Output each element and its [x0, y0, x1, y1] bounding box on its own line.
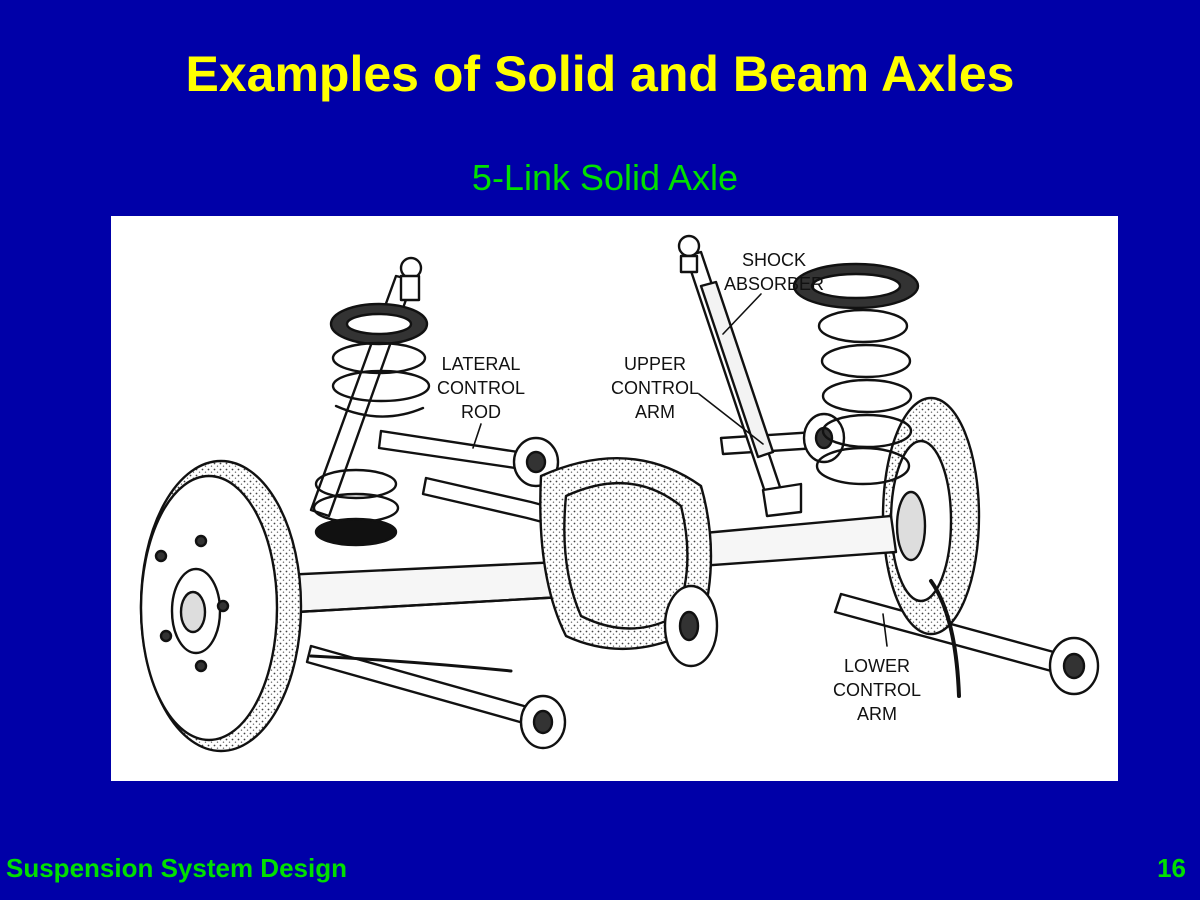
page-number: 16 — [1157, 853, 1186, 883]
slide-subtitle: 5-Link Solid Axle — [471, 157, 739, 198]
brake-hose — [929, 579, 961, 698]
axle-illustration — [139, 234, 1100, 753]
left-coil-spring — [329, 302, 431, 418]
callout-lateral-control-rod: LATERAL CONTROL ROD — [436, 354, 525, 422]
callout-lower-control-arm: LOWER CONTROL ARM — [832, 656, 921, 724]
shock-absorber-diagram — [677, 234, 803, 518]
lower-control-arm-left — [305, 644, 567, 750]
differential-housing — [539, 457, 719, 668]
callout-leaders — [472, 293, 888, 647]
slide-title: Examples of Solid and Beam Axles — [185, 46, 1015, 102]
callout-shock-absorber: SHOCK ABSORBER — [723, 250, 825, 294]
right-coil-spring — [792, 262, 920, 486]
left-shock-absorber — [309, 256, 423, 518]
footer-title: Suspension System Design — [6, 853, 347, 883]
left-brake-drum — [139, 459, 303, 753]
axle-diagram: SHOCK ABSORBER LATERAL CONTROL ROD UPPER… — [111, 216, 1118, 781]
callout-upper-control-arm: UPPER CONTROL ARM — [610, 354, 699, 422]
left-lower-coil-spring — [312, 468, 400, 547]
right-hub — [881, 396, 981, 636]
axle-housing — [259, 514, 898, 616]
lower-control-arm-right — [833, 592, 1100, 696]
